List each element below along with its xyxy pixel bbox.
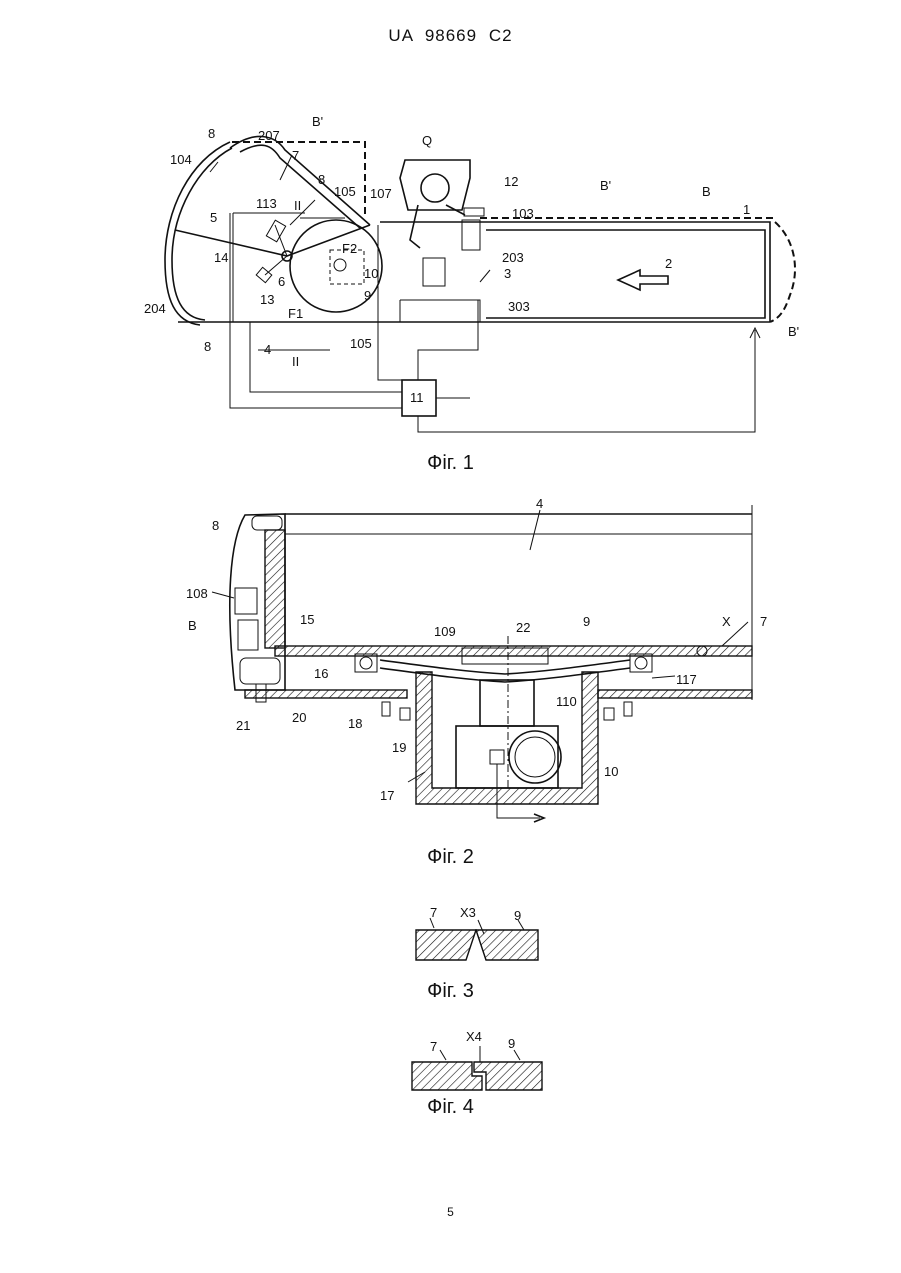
label: 110 xyxy=(556,694,577,709)
label: 8 xyxy=(318,172,325,187)
label: 113 xyxy=(256,196,277,211)
label: 7 xyxy=(760,614,767,629)
figure-4-labels: 7 X4 9 xyxy=(430,1029,515,1054)
label: 108 xyxy=(186,586,208,601)
figure-1-drawing xyxy=(165,136,795,432)
label: 203 xyxy=(502,250,524,265)
label: 8 xyxy=(204,339,211,354)
label: B' xyxy=(312,114,323,129)
label: 11 xyxy=(410,390,424,405)
label: 3 xyxy=(504,266,511,281)
label: 7 xyxy=(430,1039,437,1054)
label: F2 xyxy=(342,241,357,256)
label: 17 xyxy=(380,788,394,803)
label: II xyxy=(294,198,301,213)
label: 20 xyxy=(292,710,306,725)
figure-4-caption: Фіг. 4 xyxy=(0,1096,901,1119)
label: 9 xyxy=(364,288,371,303)
figure-3-labels: 7 X3 9 xyxy=(430,905,521,923)
label: 107 xyxy=(370,186,392,201)
label: 105 xyxy=(334,184,356,199)
label: 104 xyxy=(170,152,192,167)
figure-1-caption: Фіг. 1 xyxy=(0,452,901,475)
label: B' xyxy=(600,178,611,193)
label: X xyxy=(722,614,731,629)
label: 207 xyxy=(258,128,280,143)
label: 4 xyxy=(536,496,543,511)
label: 103 xyxy=(512,206,534,221)
figure-3-caption: Фіг. 3 xyxy=(0,980,901,1003)
label: 16 xyxy=(314,666,328,681)
label: 303 xyxy=(508,299,530,314)
figure-2-drawing xyxy=(212,505,752,822)
label: 5 xyxy=(210,210,217,225)
label: X3 xyxy=(460,905,476,920)
label: 15 xyxy=(300,612,314,627)
label: 9 xyxy=(514,908,521,923)
figure-1-labels: 8 207 B' 7 8 104 Q 12 B' B 1 105 107 103… xyxy=(144,114,799,405)
label: 22 xyxy=(516,620,530,635)
label: 13 xyxy=(260,292,274,307)
label: 4 xyxy=(264,342,271,357)
label: 7 xyxy=(292,148,299,163)
label: 9 xyxy=(508,1036,515,1051)
page-number: 5 xyxy=(0,1205,901,1219)
label: 8 xyxy=(212,518,219,533)
label: Q xyxy=(422,133,432,148)
label: 12 xyxy=(504,174,518,189)
label: 9 xyxy=(583,614,590,629)
label: B xyxy=(188,618,197,633)
label: 117 xyxy=(676,672,697,687)
label: F1 xyxy=(288,306,303,321)
label: 18 xyxy=(348,716,362,731)
label: 109 xyxy=(434,624,456,639)
label: B xyxy=(702,184,711,199)
label: 19 xyxy=(392,740,406,755)
label: 10 xyxy=(604,764,618,779)
label: 105 xyxy=(350,336,372,351)
label: II xyxy=(292,354,299,369)
label: 2 xyxy=(665,256,672,271)
label: 1 xyxy=(743,202,750,217)
label: 10 xyxy=(364,266,378,281)
label: 14 xyxy=(214,250,228,265)
figure-3-drawing xyxy=(416,918,538,960)
label: 8 xyxy=(208,126,215,141)
figure-2-caption: Фіг. 2 xyxy=(0,846,901,869)
label: B' xyxy=(788,324,799,339)
label: 204 xyxy=(144,301,166,316)
label: X4 xyxy=(466,1029,482,1044)
label: 7 xyxy=(430,905,437,920)
label: 6 xyxy=(278,274,285,289)
label: 21 xyxy=(236,718,250,733)
